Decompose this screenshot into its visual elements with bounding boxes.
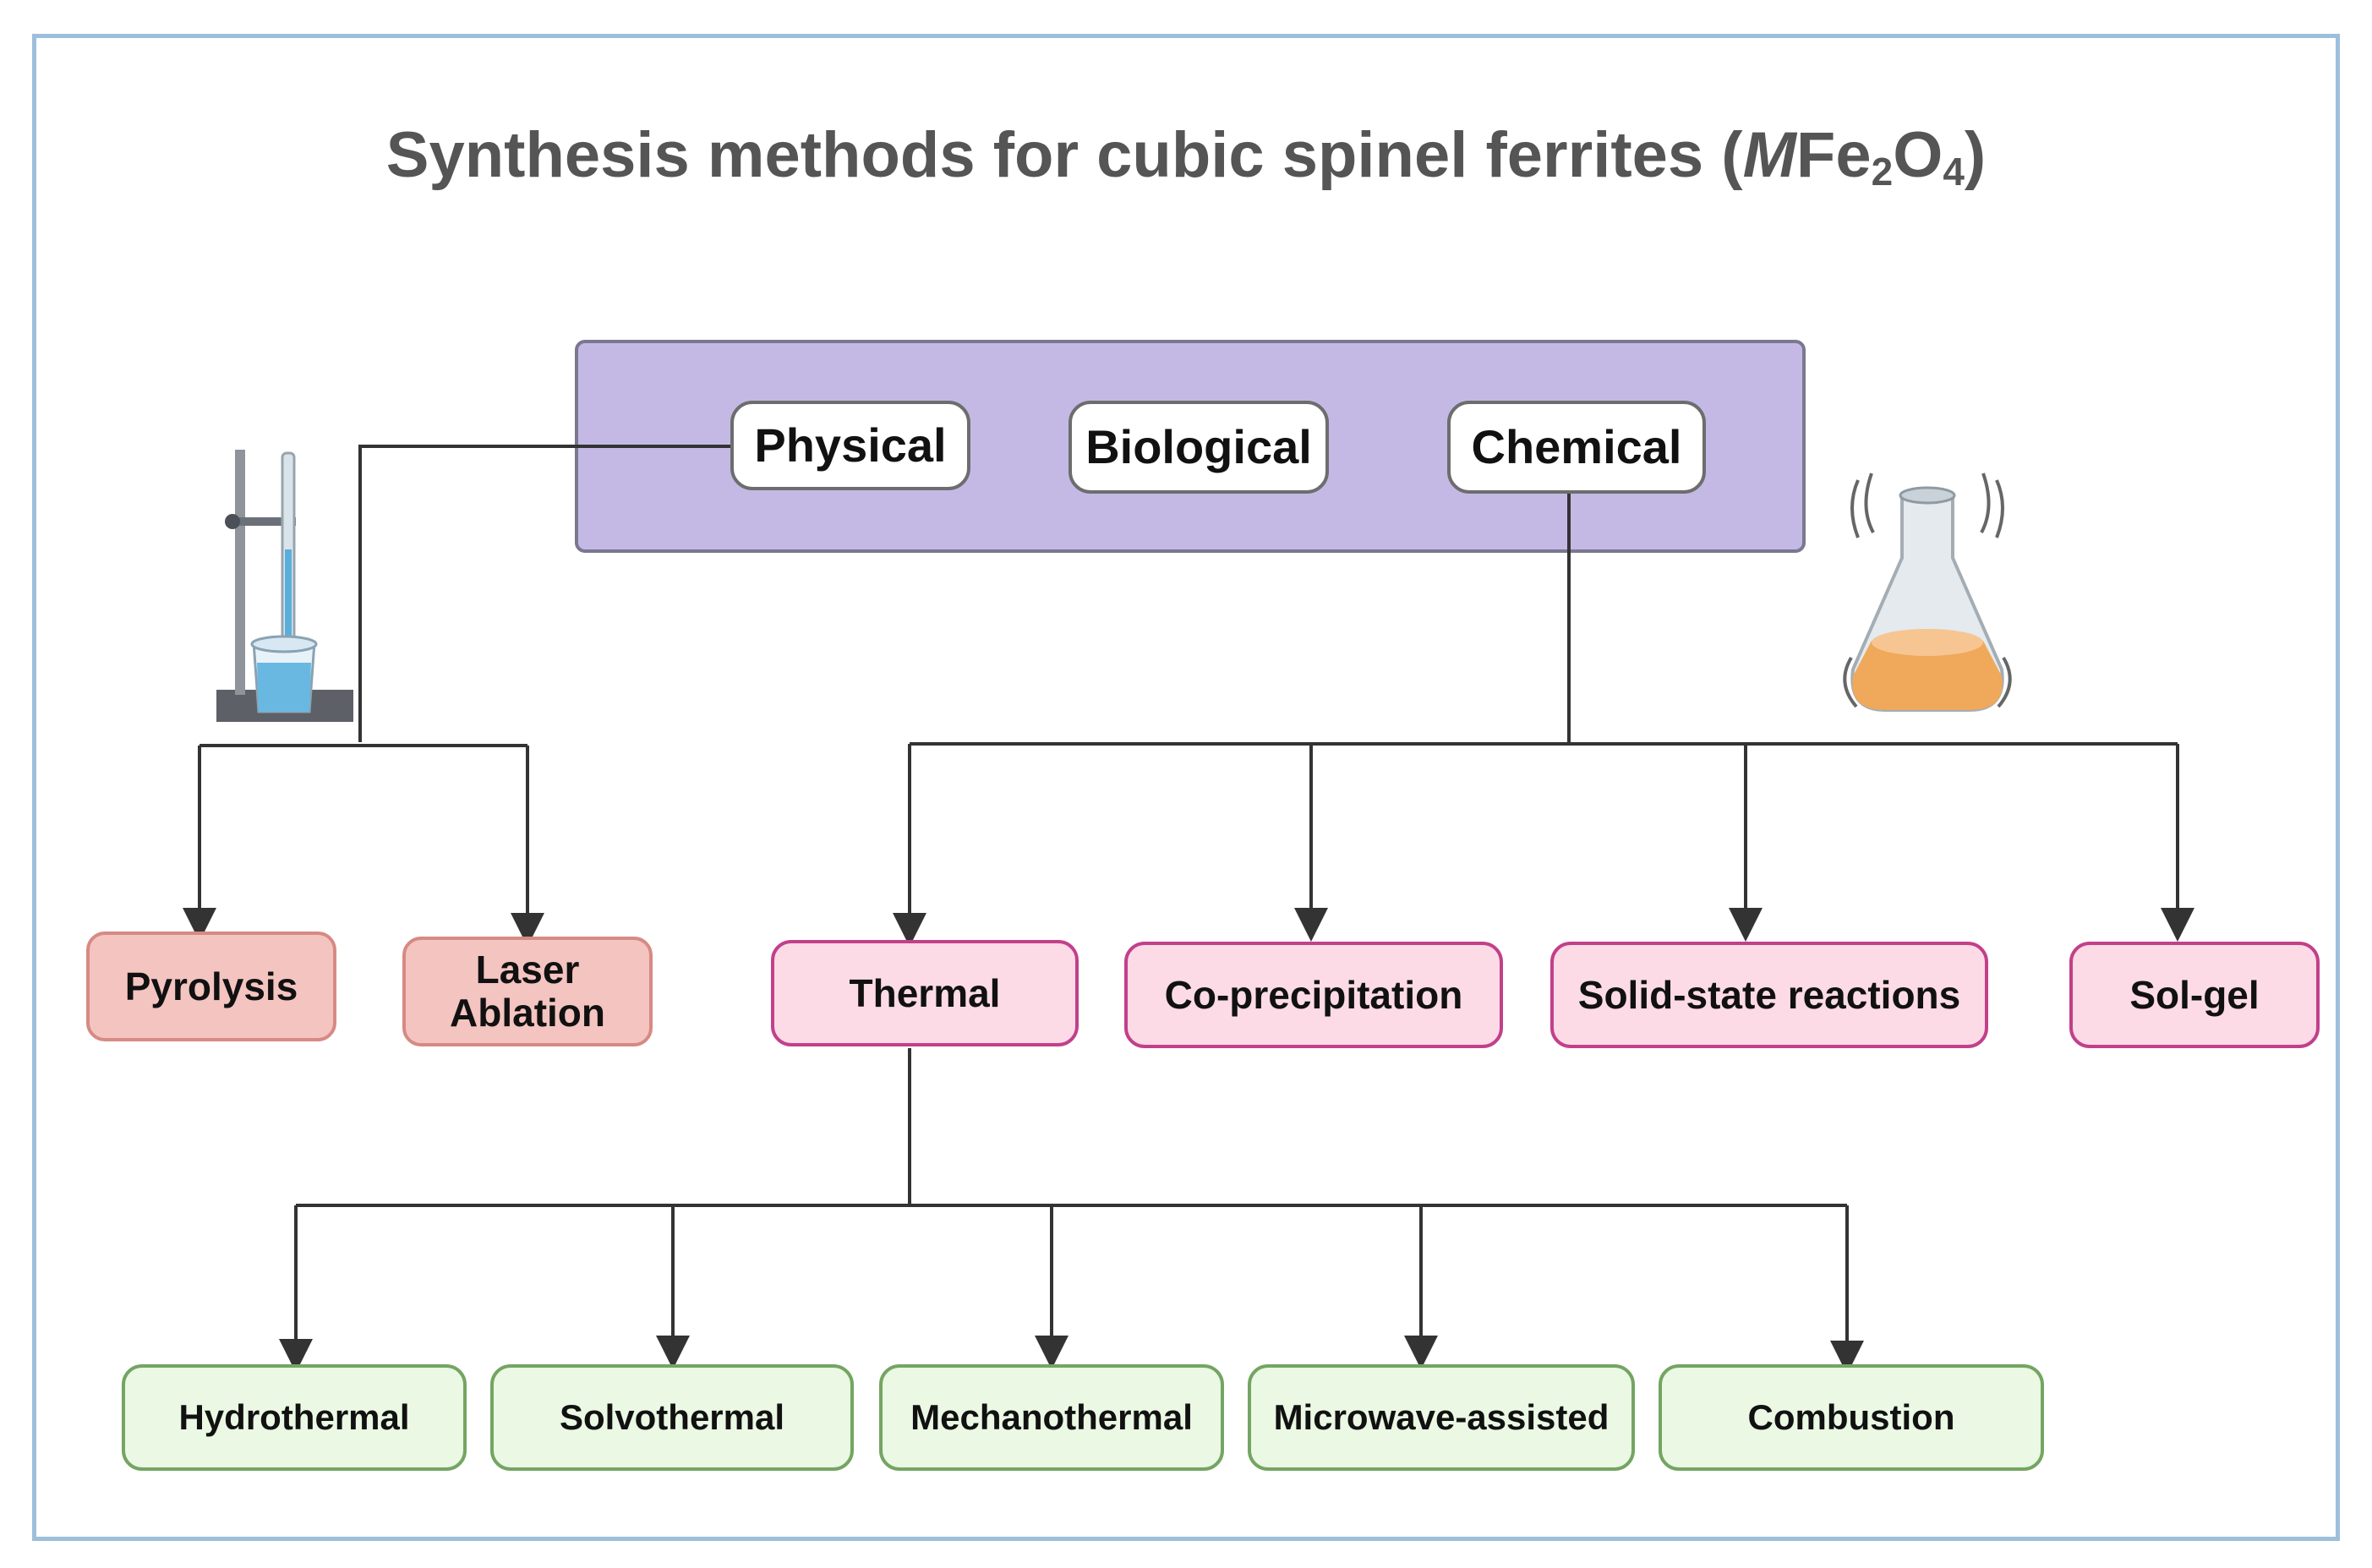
physical-connector xyxy=(358,445,732,742)
method-microwave-assisted: Microwave-assisted xyxy=(1248,1364,1635,1471)
category-biological: Biological xyxy=(1068,401,1329,494)
diagram-title: Synthesis methods for cubic spinel ferri… xyxy=(385,119,1987,194)
shaking-erlenmeyer-flask-icon xyxy=(1843,473,2012,712)
category-chemical: Chemical xyxy=(1447,401,1706,494)
method-thermal: Thermal xyxy=(771,940,1079,1046)
method-pyrolysis: Pyrolysis xyxy=(86,932,336,1041)
method-solvothermal: Solvothermal xyxy=(490,1364,854,1471)
method-laser-ablation: Laser Ablation xyxy=(402,937,653,1046)
method-co-precipitation: Co-precipitation xyxy=(1124,942,1503,1048)
method-solid-state-reactions: Solid-state reactions xyxy=(1550,942,1988,1048)
diagram-frame xyxy=(32,34,2340,1541)
burette-stand-beaker-icon xyxy=(216,450,353,722)
method-mechanothermal: Mechanothermal xyxy=(879,1364,1224,1471)
method-combustion: Combustion xyxy=(1659,1364,2044,1471)
category-physical: Physical xyxy=(730,401,970,490)
method-sol-gel: Sol-gel xyxy=(2069,942,2320,1048)
method-hydrothermal: Hydrothermal xyxy=(122,1364,467,1471)
